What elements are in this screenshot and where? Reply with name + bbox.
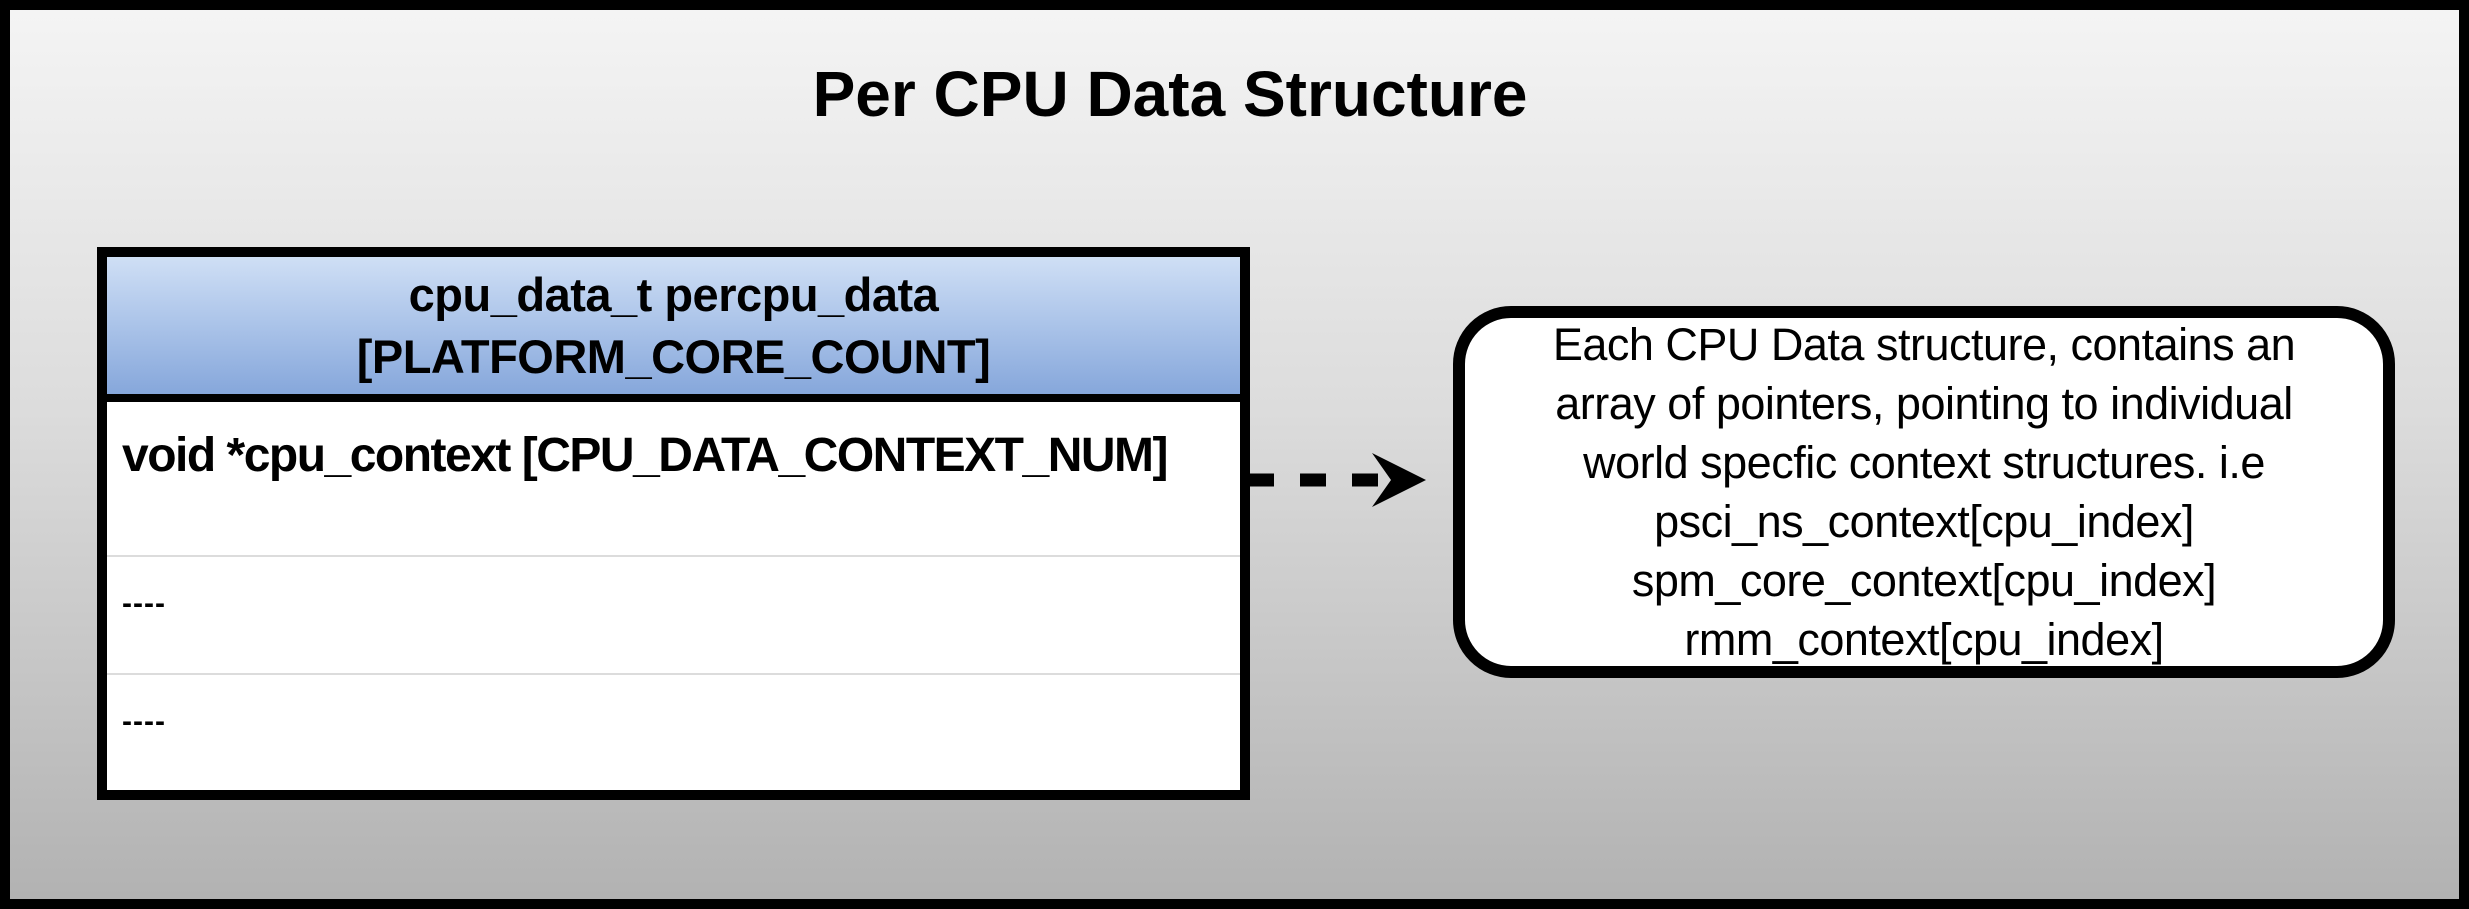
page-title: Per CPU Data Structure [812, 58, 1528, 130]
cpu-data-struct-table: cpu_data_t percpu_data [PLATFORM_CORE_CO… [97, 247, 1250, 800]
annotation-line: Each CPU Data structure, contains an [1552, 319, 2296, 370]
annotation-line: rmm_context[cpu_index] [1684, 614, 2164, 665]
dashed-arrow-icon [1248, 453, 1426, 507]
table-row-placeholder-1: ---- [107, 557, 1240, 675]
annotation-box: Each CPU Data structure, contains an arr… [1453, 306, 2395, 678]
table-row-cpu-context: void *cpu_context [CPU_DATA_CONTEXT_NUM] [107, 402, 1240, 557]
table-header-line-2: [PLATFORM_CORE_COUNT] [356, 329, 991, 383]
table-row-placeholder-2: ---- [122, 705, 166, 738]
annotation-line: spm_core_context[cpu_index] [1631, 555, 2217, 606]
annotation-line: array of pointers, pointing to individua… [1555, 378, 2293, 429]
annotation-line: world specfic context structures. i.e [1583, 437, 2265, 488]
table-header: cpu_data_t percpu_data [PLATFORM_CORE_CO… [107, 257, 1240, 402]
table-header-line-1: cpu_data_t percpu_data [408, 267, 939, 321]
annotation-line: psci_ns_context[cpu_index] [1654, 496, 2194, 547]
